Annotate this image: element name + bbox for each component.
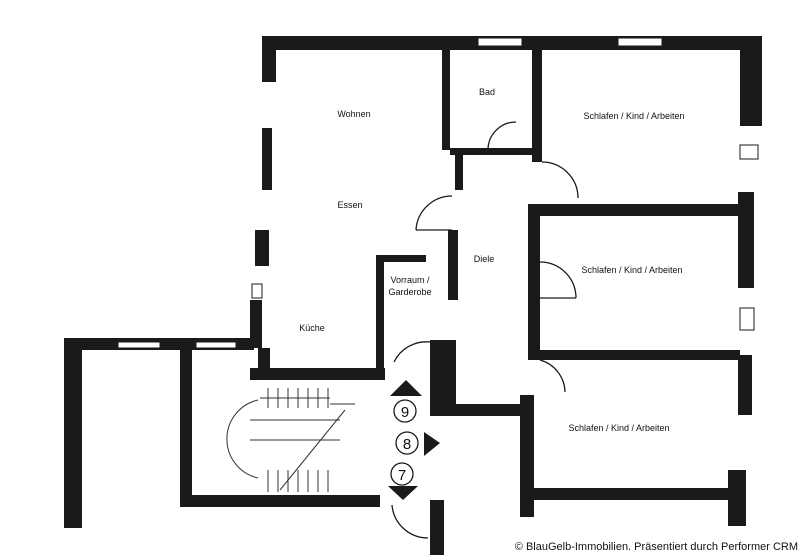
room-label-schlafen-3: Schlafen / Kind / Arbeiten bbox=[568, 423, 669, 433]
stair-marker-7: 7 bbox=[398, 467, 406, 484]
triangle-right-icon bbox=[424, 432, 440, 456]
room-label-essen: Essen bbox=[337, 200, 362, 210]
triangle-down-icon bbox=[388, 486, 418, 500]
doors bbox=[391, 121, 579, 539]
room-label-kueche: Küche bbox=[299, 323, 325, 333]
room-label-schlafen-2: Schlafen / Kind / Arbeiten bbox=[581, 265, 682, 275]
stair-marker-9: 9 bbox=[401, 404, 409, 421]
stair-markers: 9 8 7 bbox=[388, 380, 440, 500]
room-label-bad: Bad bbox=[479, 87, 495, 97]
windows bbox=[117, 37, 759, 349]
copyright-notice: © BlauGelb-Immobilien. Präsentiert durch… bbox=[514, 541, 798, 553]
room-label-schlafen-1: Schlafen / Kind / Arbeiten bbox=[583, 111, 684, 121]
room-labels: Wohnen Bad Schlafen / Kind / Arbeiten Es… bbox=[299, 87, 684, 433]
staircase bbox=[226, 388, 355, 492]
stair-marker-8: 8 bbox=[403, 436, 411, 453]
room-label-diele: Diele bbox=[474, 254, 495, 264]
room-label-vorraum: Vorraum / bbox=[390, 275, 430, 285]
triangle-up-icon bbox=[390, 380, 422, 396]
walls bbox=[64, 36, 762, 555]
room-label-garderobe: Garderobe bbox=[388, 287, 431, 297]
room-label-wohnen: Wohnen bbox=[337, 109, 370, 119]
